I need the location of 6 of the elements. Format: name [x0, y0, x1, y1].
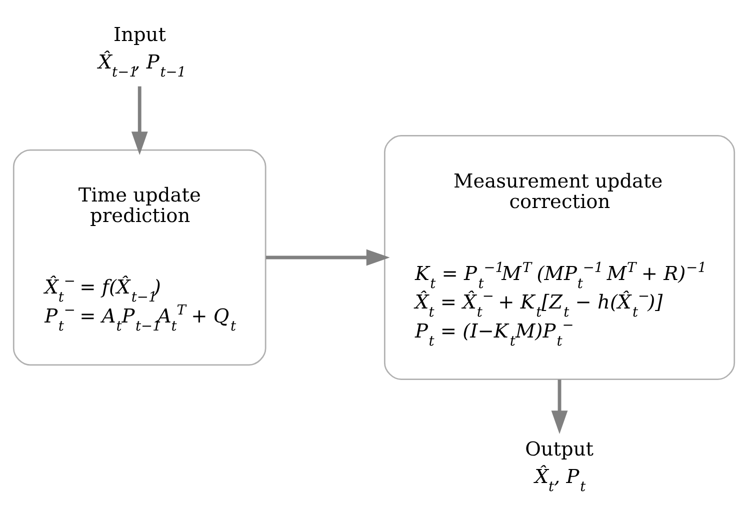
- arrow: [131, 86, 148, 155]
- arrow: [551, 379, 568, 434]
- arrow: [266, 248, 390, 266]
- node-text: Output X̂$_{t}$, P$_{t}$: [525, 436, 594, 494]
- node-box: Time update prediction X̂$_{t}$$^{−}$ = f(X̂$_{t−1}$) P$_{t}$$^{−}$ = A$_{t}$P$_{t−1}$A$_{t}$$^{T}$ + Q$_{t}$: [12, 148, 266, 366]
- node-text: Input X̂$_{t−1}$, P$_{t−1}$: [98, 22, 186, 80]
